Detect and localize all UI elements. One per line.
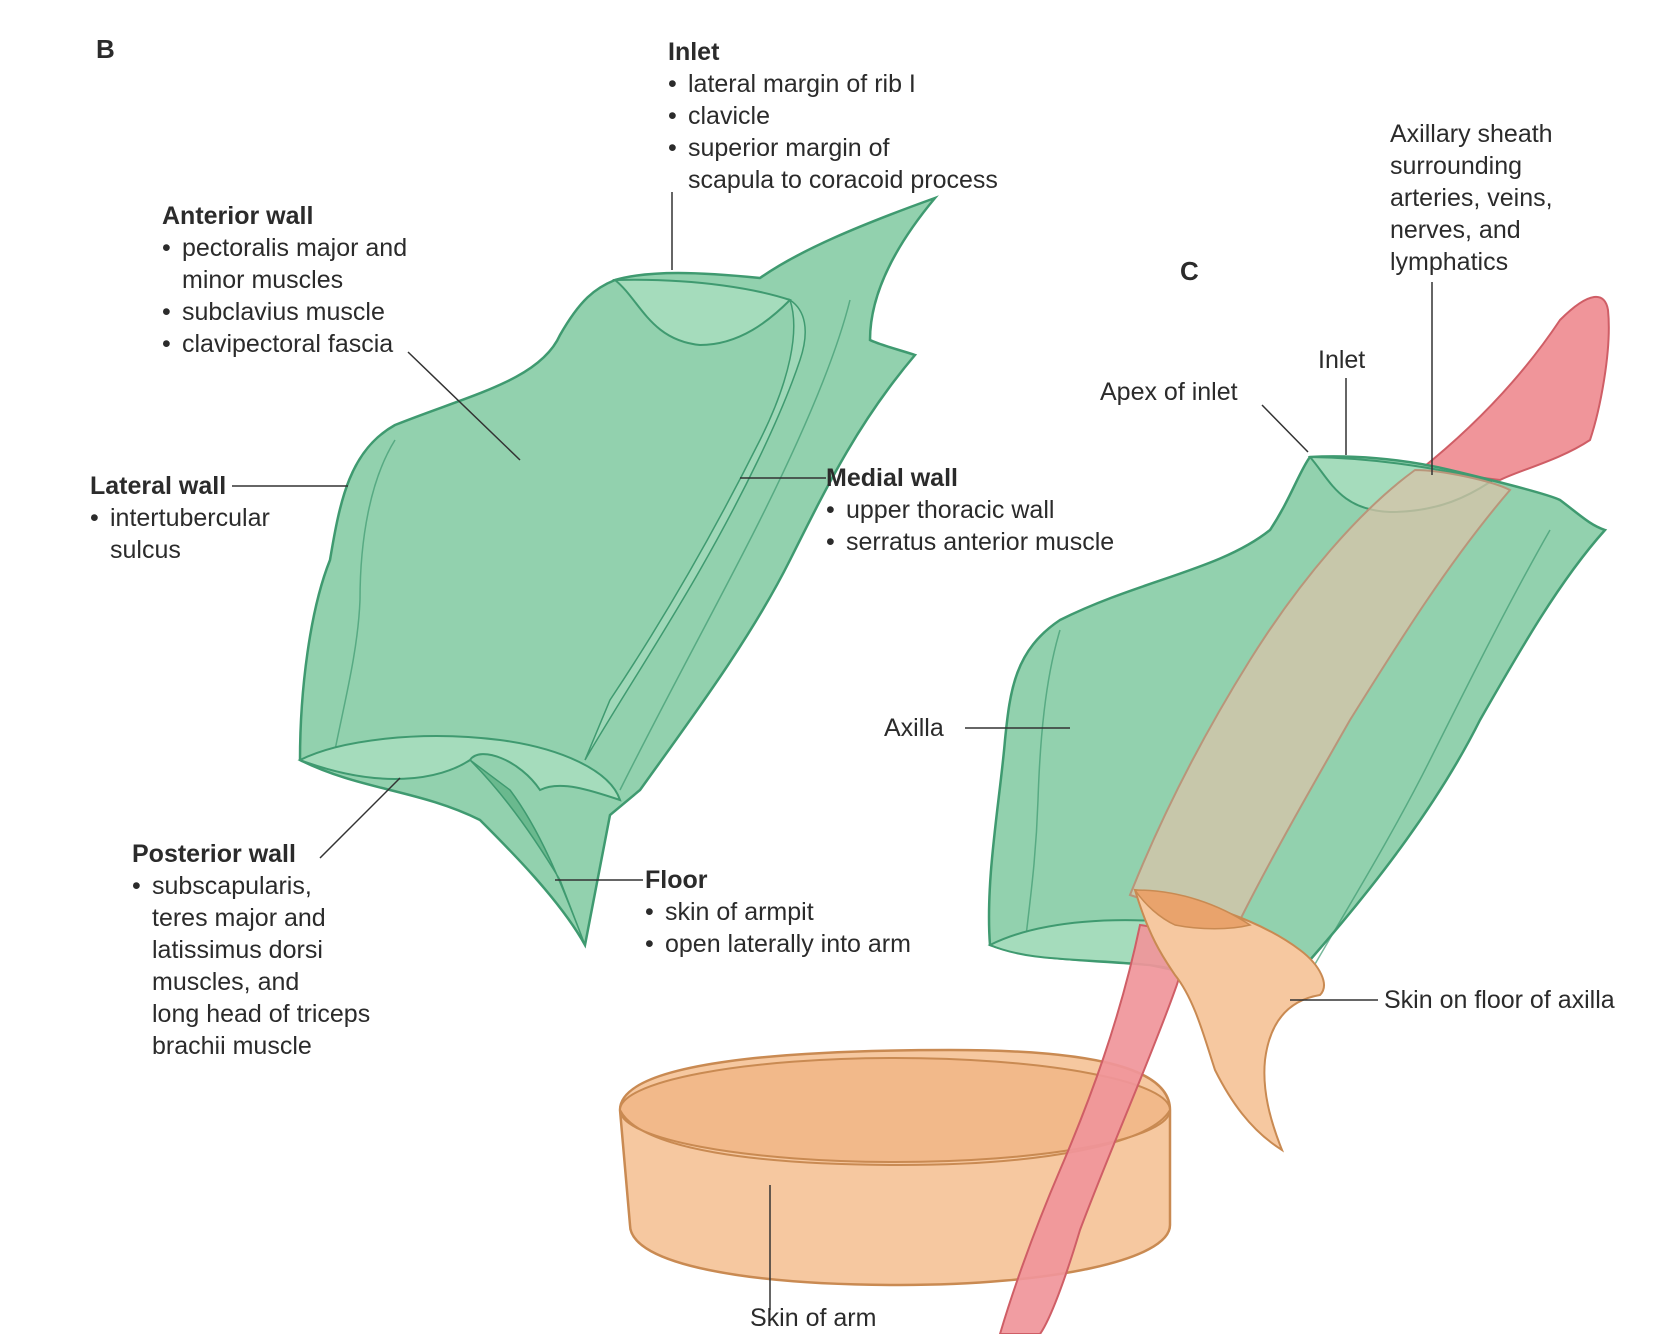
floor-item-1: skin of armpit — [645, 896, 911, 928]
axilla-b-floor-flap — [469, 759, 586, 946]
skin-floor-funnel — [1133, 888, 1325, 1153]
medial-wall-item-1: upper thoracic wall — [826, 494, 1114, 526]
apex-of-inlet-label: Apex of inlet — [1100, 378, 1238, 406]
skin-of-arm-ring — [618, 1048, 1172, 1287]
posterior-wall-title: Posterior wall — [132, 840, 296, 868]
floor-title: Floor — [645, 866, 708, 894]
axilla-shape-b — [297, 195, 939, 949]
posterior-wall-label: Posterior wall subscapularis, teres majo… — [132, 838, 370, 1062]
funnel-rim — [1133, 889, 1252, 930]
lateral-wall-item-1: intertubercular sulcus — [90, 502, 270, 566]
axilla-b-inlet-rim — [612, 278, 792, 347]
inlet-label-c: Inlet — [1318, 346, 1366, 374]
medial-wall-item-2: serratus anterior muscle — [826, 526, 1114, 558]
axillary-sheath-label: Axillary sheath surrounding arteries, ve… — [1390, 120, 1553, 276]
funnel-body — [1133, 888, 1325, 1153]
anterior-wall-item-1: pectoralis major and minor muscles — [162, 232, 407, 296]
medial-wall-title: Medial wall — [826, 464, 958, 492]
vessel-upper — [1417, 295, 1610, 482]
medial-wall-label: Medial wall upper thoracic wall serratus… — [826, 462, 1114, 558]
vessel-lower — [998, 923, 1183, 1334]
anterior-wall-item-3: clavipectoral fascia — [162, 328, 407, 360]
axilla-b-medial-edge — [619, 299, 851, 791]
inlet-title: Inlet — [668, 38, 720, 66]
skin-floor-axilla-label: Skin on floor of axilla — [1384, 986, 1615, 1014]
anterior-wall-item-2: subclavius muscle — [162, 296, 407, 328]
leader-lines-b — [232, 192, 826, 881]
panel-label-b: B — [96, 34, 115, 64]
axilla-c-lateral-edge — [1024, 629, 1061, 946]
axilla-b-medial-band — [584, 298, 806, 761]
lateral-wall-label: Lateral wall intertubercular sulcus — [90, 470, 270, 566]
skin-of-arm-label: Skin of arm — [750, 1304, 877, 1332]
inlet-item-1: lateral margin of rib I — [668, 68, 998, 100]
axilla-c-medial-edge — [1299, 529, 1551, 991]
anterior-wall-label: Anterior wall pectoralis major and minor… — [162, 200, 407, 360]
inlet-item-2: clavicle — [668, 100, 998, 132]
axillary-vessel — [1417, 295, 1610, 482]
axilla-b-lateral-edge — [334, 439, 396, 751]
panel-label-c: C — [1180, 256, 1199, 286]
posterior-wall-item-1: subscapularis, teres major and latissimu… — [132, 870, 370, 1062]
inlet-item-3: superior margin of scapula to coracoid p… — [668, 132, 998, 196]
axilla-label: Axilla — [884, 714, 944, 742]
inlet-label-b: Inlet lateral margin of rib I clavicle s… — [668, 36, 998, 196]
floor-label: Floor skin of armpit open laterally into… — [645, 864, 911, 960]
leader-lines-c — [769, 282, 1433, 1310]
axilla-b-floor — [297, 735, 622, 802]
floor-item-2: open laterally into arm — [645, 928, 911, 960]
lateral-wall-title: Lateral wall — [90, 472, 227, 500]
ring-front-lip — [619, 1109, 1171, 1167]
anterior-wall-title: Anterior wall — [162, 202, 314, 230]
